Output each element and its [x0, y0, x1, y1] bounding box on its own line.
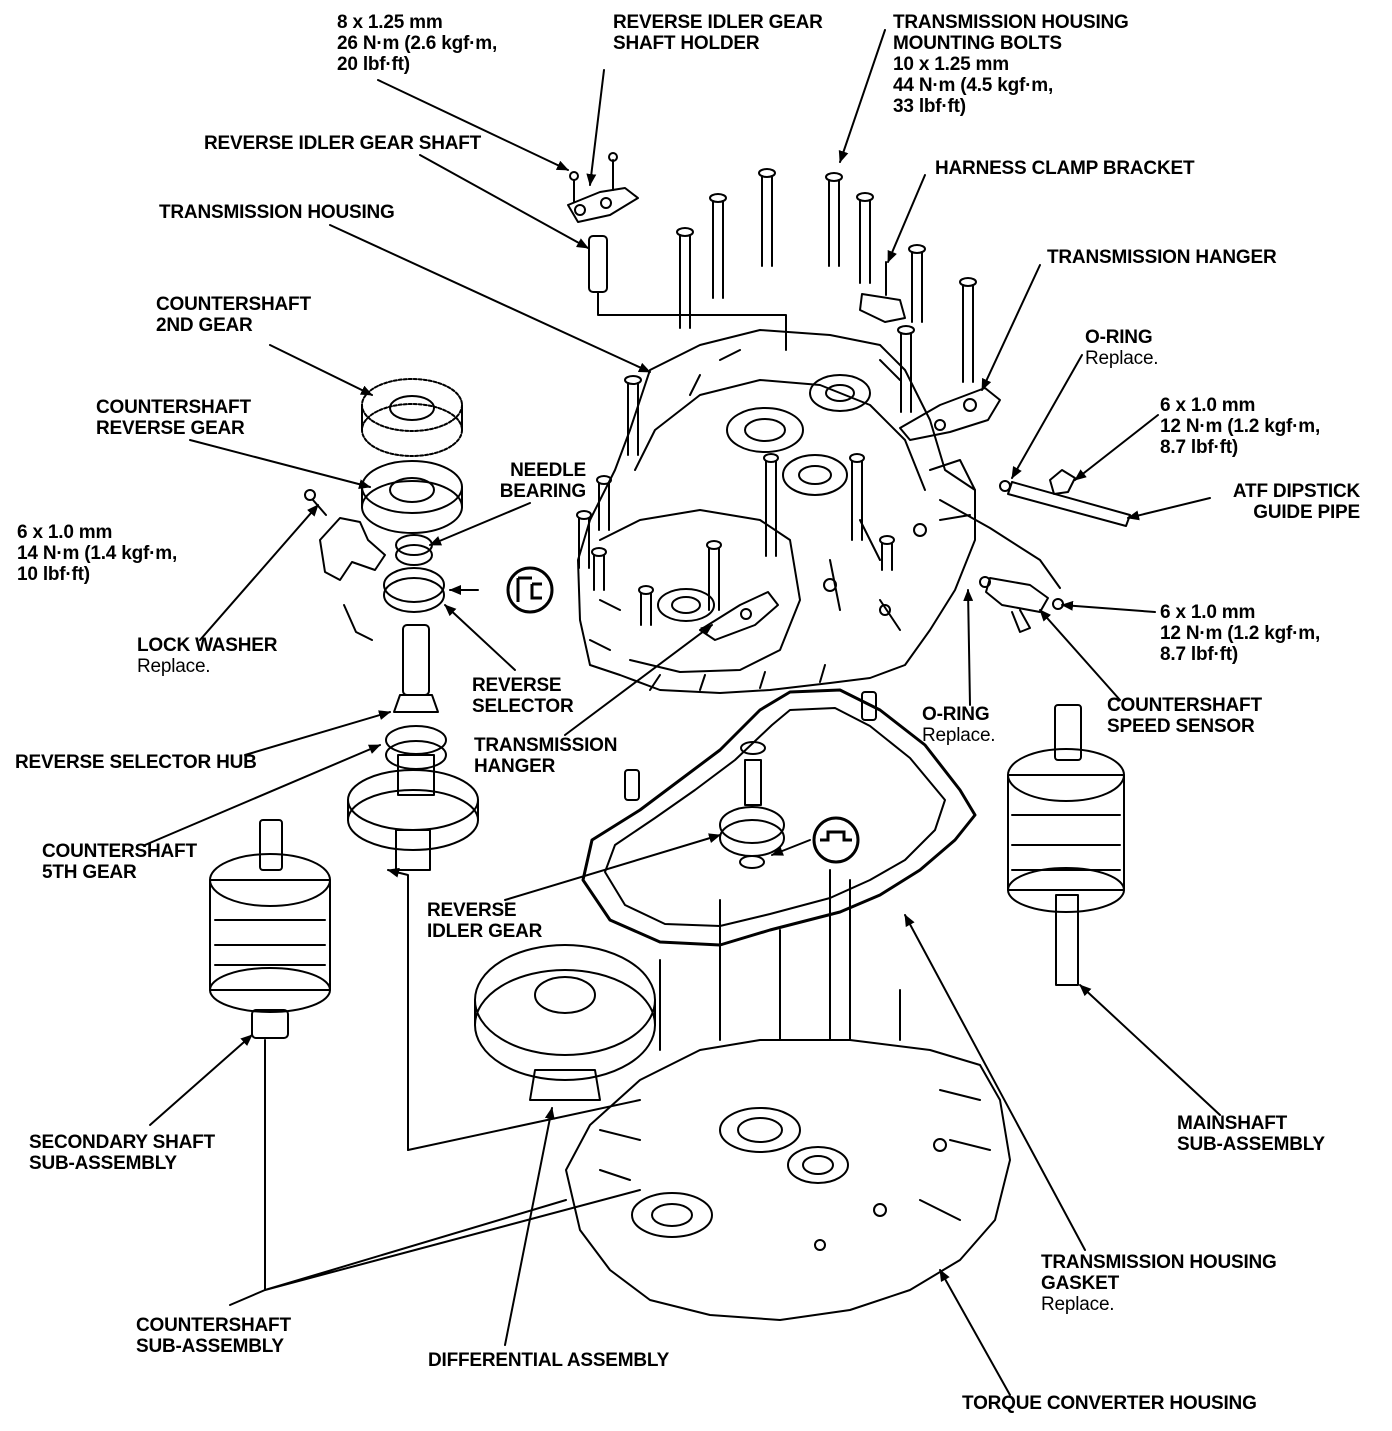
label-reverse-idler-gear-shaft: REVERSE IDLER GEAR SHAFT	[204, 133, 482, 154]
countershaft-reverse-gear-drawing	[361, 460, 463, 534]
label-reverse-selector-hub: REVERSE SELECTOR HUB	[15, 752, 257, 773]
transmission-housing-drawing	[577, 329, 976, 694]
atf-symbol-icon	[812, 816, 860, 864]
label-transmission-hanger-top: TRANSMISSION HANGER	[1047, 247, 1277, 268]
housing-mounting-bolts-drawing	[576, 168, 977, 626]
mainshaft-drawing	[1007, 704, 1125, 986]
transmission-housing-gasket-drawing	[581, 688, 977, 947]
countershaft-speed-sensor-drawing	[979, 576, 1064, 633]
countershaft-assembly-drawing	[347, 624, 479, 871]
atf-dipstick-pipe-drawing	[939, 469, 1131, 589]
needle-bearing-drawing	[395, 534, 433, 566]
reverse-idler-shaft-holder-drawing	[567, 152, 639, 293]
grease-symbol-icon	[506, 566, 554, 614]
label-differential-assembly: DIFFERENTIAL ASSEMBLY	[428, 1350, 670, 1371]
torque-converter-housing-drawing	[565, 869, 1011, 1321]
label-torque-converter-housing: TORQUE CONVERTER HOUSING	[962, 1393, 1257, 1414]
reverse-idler-gear-drawing	[719, 741, 785, 869]
differential-drawing	[474, 944, 656, 1101]
reverse-selector-drawing	[383, 567, 445, 613]
leader-lines	[144, 29, 1221, 1396]
label-harness-clamp-bracket: HARNESS CLAMP BRACKET	[935, 158, 1195, 179]
harness-clamp-bracket-drawing	[859, 261, 906, 323]
label-transmission-housing: TRANSMISSION HOUSING	[159, 202, 395, 223]
countershaft-2nd-gear-drawing	[361, 378, 463, 457]
secondary-shaft-drawing	[209, 819, 331, 1039]
transmission-hanger-drawing	[699, 387, 1001, 641]
lock-washer-drawing	[304, 489, 386, 581]
